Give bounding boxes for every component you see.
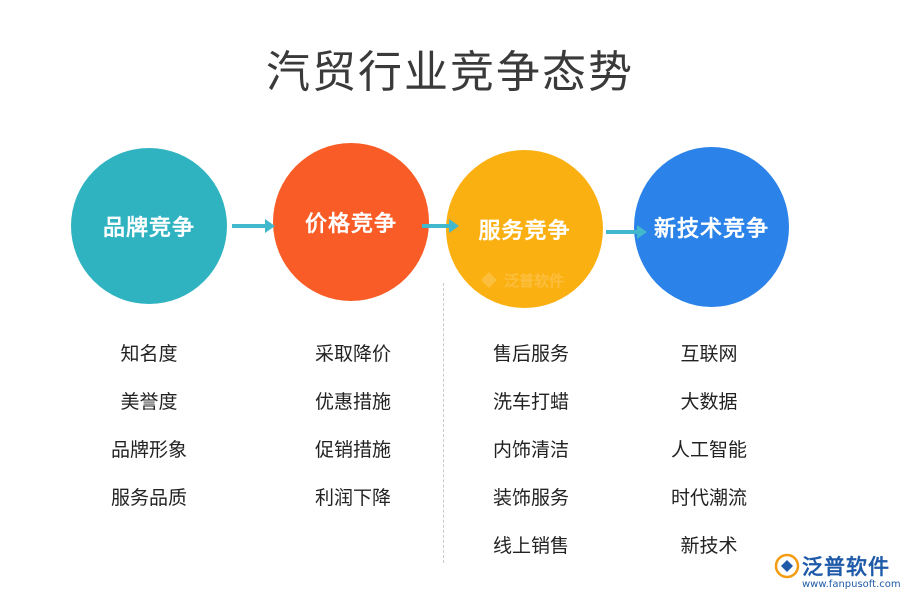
stage-circle-price: 价格竞争 [273, 143, 429, 301]
stage-label-price: 价格竞争 [304, 211, 397, 237]
dashed-divider [443, 283, 444, 563]
list-item: 售后服务 [492, 343, 569, 365]
list-item: 服务品质 [110, 487, 187, 509]
items-column-tech: 互联网 大数据 人工智能 时代潮流 新技术 [629, 340, 789, 580]
watermark-text: 泛普软件 [504, 271, 565, 290]
list-item: 品牌形象 [110, 439, 187, 461]
logo-url-text: www.fanpusoft.com [802, 579, 900, 590]
fanpu-logo-icon [774, 553, 800, 579]
stage-circle-tech: 新技术竞争 [634, 147, 789, 307]
list-item: 优惠措施 [314, 391, 391, 413]
list-item: 线上销售 [492, 535, 569, 557]
list-item: 促销措施 [314, 439, 391, 461]
list-item: 装饰服务 [492, 487, 569, 509]
arrow-price-to-service [422, 219, 459, 233]
stage-label-brand: 品牌竞争 [102, 215, 195, 241]
arrow-service-to-tech [606, 225, 647, 239]
list-item: 互联网 [680, 343, 738, 365]
list-item: 洗车打蜡 [492, 391, 569, 413]
fanpu-watermark-icon [481, 272, 497, 288]
diagram-title: 汽贸行业竞争态势 [266, 47, 634, 98]
brand-logo: 泛普软件 www.fanpusoft.com [774, 551, 900, 595]
items-column-brand: 知名度 美誉度 品牌形象 服务品质 [69, 340, 229, 532]
stage-label-tech: 新技术竞争 [653, 216, 769, 242]
logo-brand-text: 泛普软件 [802, 555, 890, 579]
list-item: 利润下降 [314, 487, 391, 509]
list-item: 采取降价 [314, 343, 391, 365]
items-column-price: 采取降价 优惠措施 促销措施 利润下降 [273, 340, 433, 532]
stage-circle-service: 服务竞争 [446, 150, 603, 308]
list-item: 美誉度 [120, 391, 178, 413]
list-item: 内饰清洁 [492, 439, 569, 461]
list-item: 大数据 [680, 391, 738, 413]
list-item: 知名度 [120, 343, 178, 365]
items-column-service: 售后服务 洗车打蜡 内饰清洁 装饰服务 线上销售 [451, 340, 611, 580]
list-item: 新技术 [680, 535, 738, 557]
stage-circle-brand: 品牌竞争 [71, 148, 227, 304]
watermark: 泛普软件 [478, 262, 578, 298]
list-item: 时代潮流 [670, 487, 747, 509]
stage-label-service: 服务竞争 [478, 218, 571, 244]
list-item: 人工智能 [670, 439, 747, 461]
arrow-brand-to-price [232, 219, 275, 233]
